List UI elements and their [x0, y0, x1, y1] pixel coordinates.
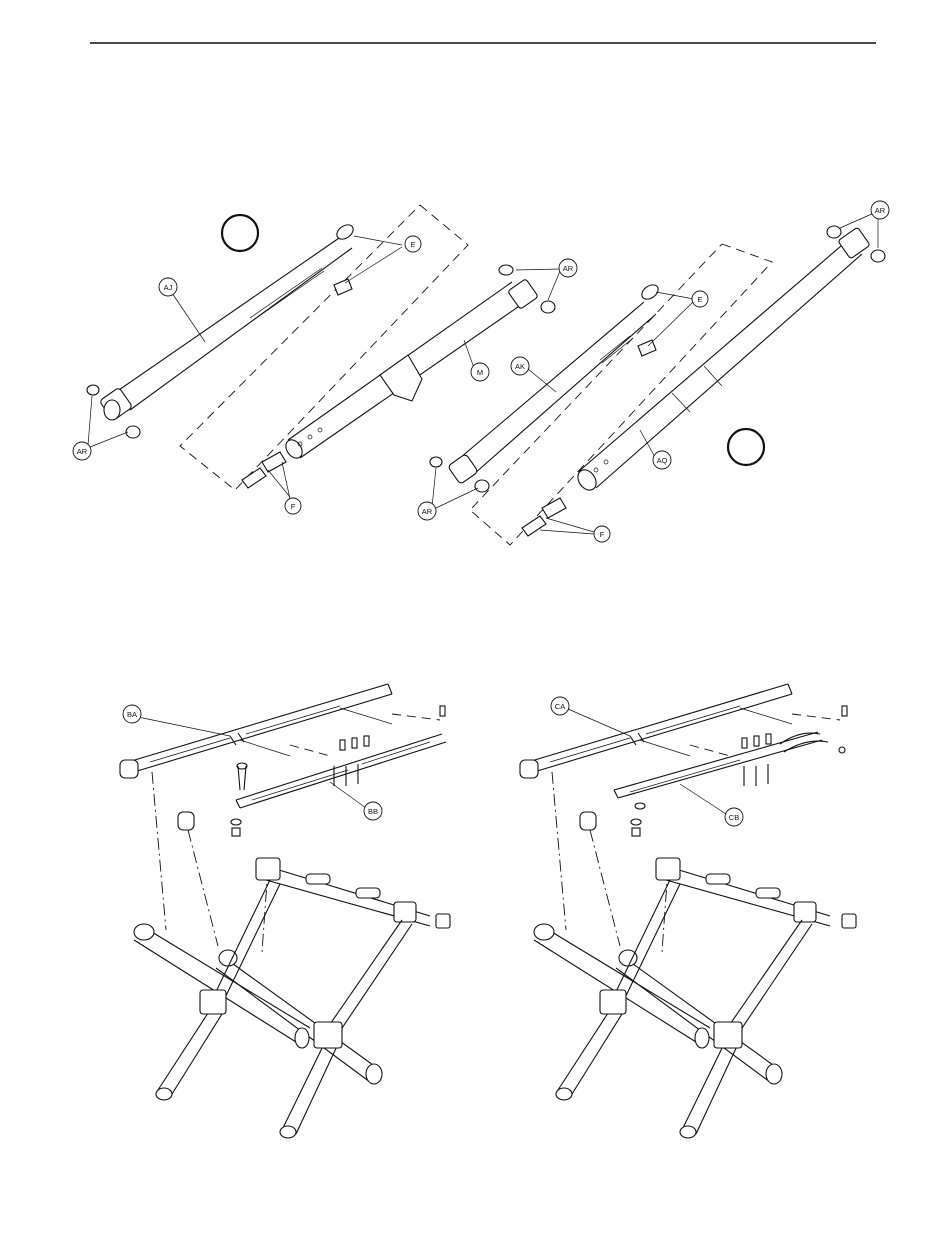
- svg-text:CA: CA: [555, 702, 565, 711]
- callout-e: E: [405, 236, 421, 252]
- svg-text:AK: AK: [515, 362, 525, 371]
- svg-text:AR: AR: [875, 206, 886, 215]
- tube-aj: [87, 222, 356, 438]
- callout-f: F: [594, 526, 610, 542]
- callout-ar: AR: [559, 259, 577, 277]
- svg-text:BB: BB: [368, 807, 378, 816]
- bottom-right-assembly: CA CB: [520, 684, 856, 1138]
- svg-text:AR: AR: [77, 447, 88, 456]
- svg-text:BA: BA: [127, 710, 137, 719]
- callout-aq: AQ: [653, 451, 671, 469]
- step-marker-circle: [222, 215, 258, 251]
- svg-text:E: E: [697, 295, 702, 304]
- callout-ar: AR: [871, 201, 889, 219]
- svg-text:E: E: [410, 240, 415, 249]
- tube-m: [242, 265, 555, 488]
- tube-ak: [430, 282, 661, 492]
- svg-text:AR: AR: [422, 507, 433, 516]
- svg-text:AR: AR: [563, 264, 574, 273]
- svg-text:F: F: [600, 530, 605, 539]
- svg-text:M: M: [477, 368, 483, 377]
- top-left-assembly: AJ E AR M F AR: [73, 205, 577, 514]
- step-marker-circle: [728, 429, 764, 465]
- callout-ar: AR: [73, 442, 91, 460]
- callout-ca: CA: [551, 697, 569, 715]
- callout-bb: BB: [364, 802, 382, 820]
- callout-ak: AK: [511, 357, 529, 375]
- callout-m: M: [471, 363, 489, 381]
- bottom-left-assembly: BA BB: [120, 684, 450, 1138]
- tube-aq: [522, 226, 885, 536]
- svg-text:AJ: AJ: [164, 283, 173, 292]
- callout-e: E: [692, 291, 708, 307]
- svg-text:CB: CB: [729, 813, 739, 822]
- svg-text:AQ: AQ: [657, 456, 668, 465]
- callout-ba: BA: [123, 705, 141, 723]
- callout-ar: AR: [418, 502, 436, 520]
- rail-ba: [120, 684, 392, 778]
- callout-f: F: [285, 498, 301, 514]
- callout-cb: CB: [725, 808, 743, 826]
- svg-text:F: F: [291, 502, 296, 511]
- callout-aj: AJ: [159, 278, 177, 296]
- dashed-enclosure: [180, 205, 468, 490]
